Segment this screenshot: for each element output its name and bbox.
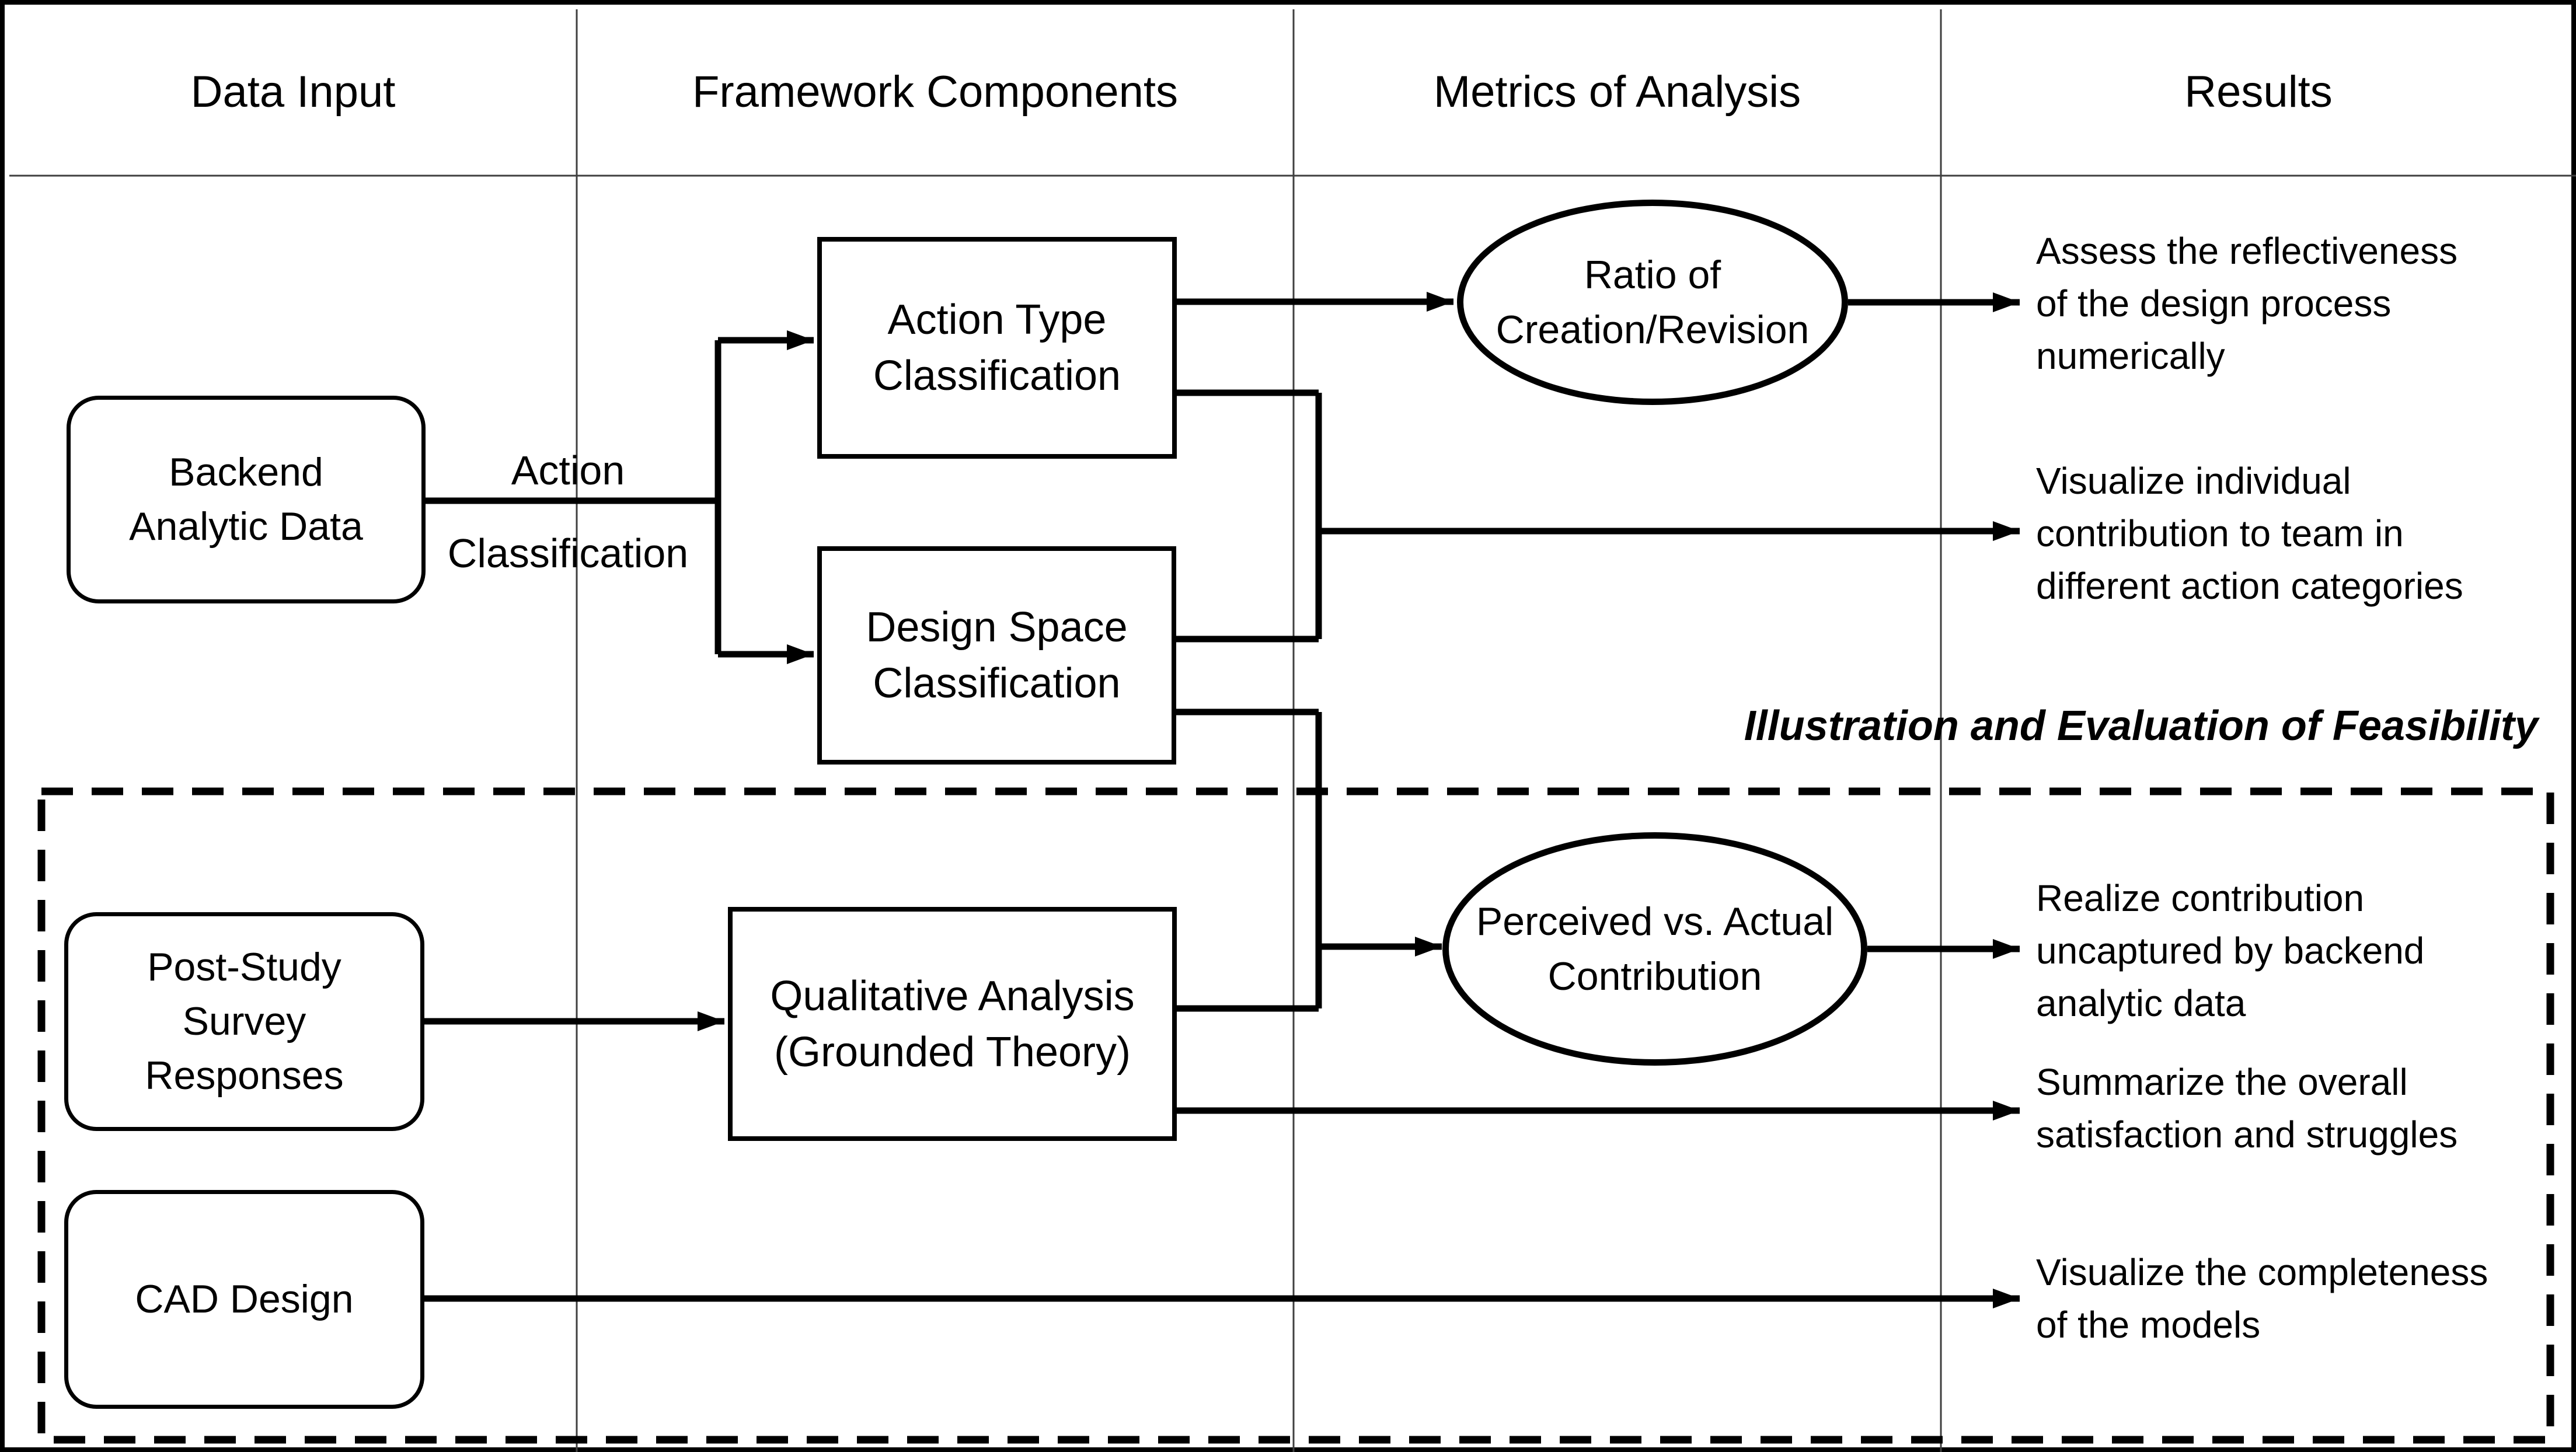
diagram-connectors-layer [9, 9, 2576, 1452]
result-text-line: contribution to team in [2036, 512, 2404, 554]
column-header-framework-components: Framework Components [692, 67, 1179, 117]
node-text-line: Post-Study [147, 945, 341, 989]
result-text-line: Assess the reflectiveness [2036, 230, 2458, 272]
result-text-line: Visualize individual [2036, 460, 2351, 502]
result-assess-reflectiveness: Assess the reflectiveness of the design … [2036, 225, 2567, 382]
node-text-line: Backend [169, 450, 323, 494]
node-text-line: Design Space [866, 604, 1128, 651]
node-backend-analytic-data: Backend Analytic Data [67, 396, 426, 603]
edge-label-line: Action [511, 448, 625, 493]
node-qualitative-analysis: Qualitative Analysis (Grounded Theory) [728, 907, 1177, 1141]
node-ratio-of-creation-revision: Ratio of Creation/Revision [1457, 200, 1848, 405]
result-text-line: different action categories [2036, 565, 2463, 607]
node-text-line: Contribution [1547, 954, 1762, 999]
column-header-metrics-of-analysis: Metrics of Analysis [1433, 67, 1801, 117]
node-text-line: Classification [873, 352, 1121, 399]
result-text-line: of the models [2036, 1304, 2261, 1346]
result-visualize-individual-contribution: Visualize individual contribution to tea… [2036, 455, 2567, 612]
node-text-line: Survey [182, 999, 306, 1043]
result-text-line: uncaptured by backend [2036, 930, 2425, 972]
column-header-data-input: Data Input [190, 67, 396, 117]
column-header-results: Results [2184, 67, 2333, 117]
node-text-line: Ratio of [1584, 253, 1721, 297]
result-realize-contribution: Realize contribution uncaptured by backe… [2036, 872, 2567, 1029]
edge-label-line: Classification [447, 530, 689, 576]
node-text-line: Action Type [887, 296, 1107, 343]
result-text-line: analytic data [2036, 982, 2246, 1024]
result-text-line: Realize contribution [2036, 877, 2365, 919]
result-text-line: satisfaction and struggles [2036, 1114, 2458, 1156]
node-text-line: Analytic Data [129, 504, 363, 549]
result-text-line: Visualize the completeness [2036, 1251, 2488, 1293]
edge-label-action-classification: Action Classification [390, 429, 746, 595]
section-label-feasibility: Illustration and Evaluation of Feasibili… [1744, 703, 2538, 749]
node-design-space-classification: Design Space Classification [817, 546, 1176, 765]
node-text-line: Qualitative Analysis [770, 972, 1135, 1020]
node-action-type-classification: Action Type Classification [817, 237, 1177, 459]
result-text-line: Summarize the overall [2036, 1061, 2408, 1103]
node-perceived-vs-actual-contribution: Perceived vs. Actual Contribution [1442, 832, 1867, 1066]
node-cad-design: CAD Design [64, 1190, 424, 1409]
node-text-line: Responses [145, 1053, 344, 1098]
node-text-line: (Grounded Theory) [774, 1028, 1131, 1076]
feasibility-dashed-region [37, 787, 2554, 1444]
node-text-line: Classification [873, 660, 1121, 707]
result-summarize-satisfaction: Summarize the overall satisfaction and s… [2036, 1056, 2567, 1161]
result-text-line: of the design process [2036, 282, 2392, 324]
node-text-line: Creation/Revision [1496, 308, 1810, 352]
result-visualize-completeness: Visualize the completeness of the models [2036, 1246, 2567, 1351]
result-text-line: numerically [2036, 335, 2225, 377]
node-text-line: Perceived vs. Actual [1476, 899, 1834, 944]
node-post-study-survey-responses: Post-Study Survey Responses [64, 912, 424, 1131]
node-text-line: CAD Design [135, 1277, 354, 1321]
